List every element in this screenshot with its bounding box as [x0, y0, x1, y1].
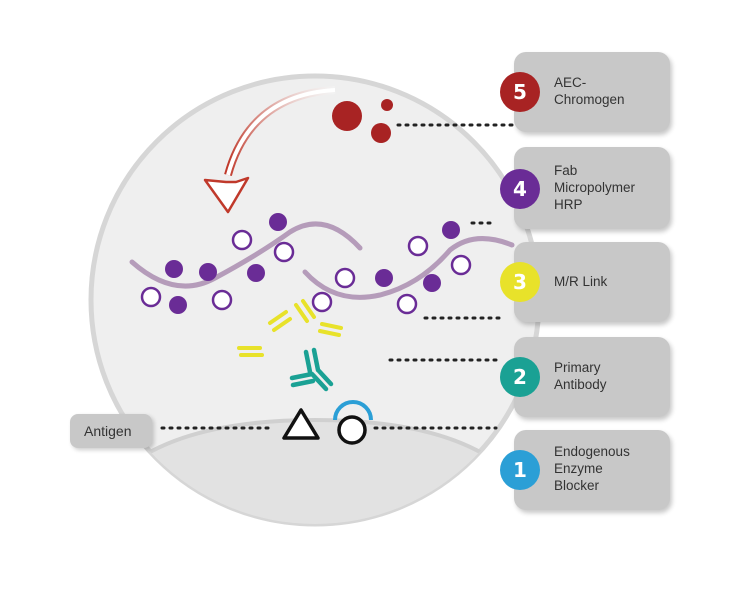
- step-label-fab-micropolymer-hrp: Fab Micropolymer HRP: [554, 163, 636, 212]
- enzyme-blocker-cap: [333, 400, 373, 421]
- antigen-label: Antigen: [84, 423, 132, 439]
- step-badge-1: 1: [500, 450, 540, 490]
- step-badge-4: 4: [500, 169, 540, 209]
- step-badge-2: 2: [500, 357, 540, 397]
- step-label-endogenous-enzyme-blocker: Endogenous Enzyme Blocker: [554, 444, 630, 493]
- endogenous-enzyme-circle: [337, 415, 367, 445]
- step-badge-3: 3: [500, 262, 540, 302]
- hrp-filled-dots: [165, 213, 460, 314]
- leader-lines: [160, 123, 514, 430]
- antigen-tag: Antigen: [70, 414, 152, 448]
- link-antibody-fragments: [237, 299, 343, 357]
- curved-arrow: [203, 86, 336, 214]
- step-label-primary-antibody: Primary Antibody: [554, 360, 607, 392]
- chromogen-drops: [332, 99, 393, 143]
- step-badge-5: 5: [500, 72, 540, 112]
- polymer-chains: [129, 221, 515, 300]
- step-card-mr-link: 3 M/R Link: [500, 242, 670, 322]
- antigen-triangle: [282, 408, 320, 440]
- step-card-endogenous-enzyme-blocker: 1 Endogenous Enzyme Blocker: [500, 430, 670, 510]
- step-label-aec-chromogen: AEC- Chromogen: [554, 75, 625, 107]
- step-card-aec-chromogen: 5 AEC- Chromogen: [500, 52, 670, 132]
- step-card-fab-micropolymer-hrp: 4 Fab Micropolymer HRP: [500, 147, 670, 229]
- hrp-open-dots: [140, 229, 472, 315]
- step-card-primary-antibody: 2 Primary Antibody: [500, 337, 670, 417]
- step-label-mr-link: M/R Link: [554, 274, 608, 289]
- primary-antibody: [289, 347, 334, 392]
